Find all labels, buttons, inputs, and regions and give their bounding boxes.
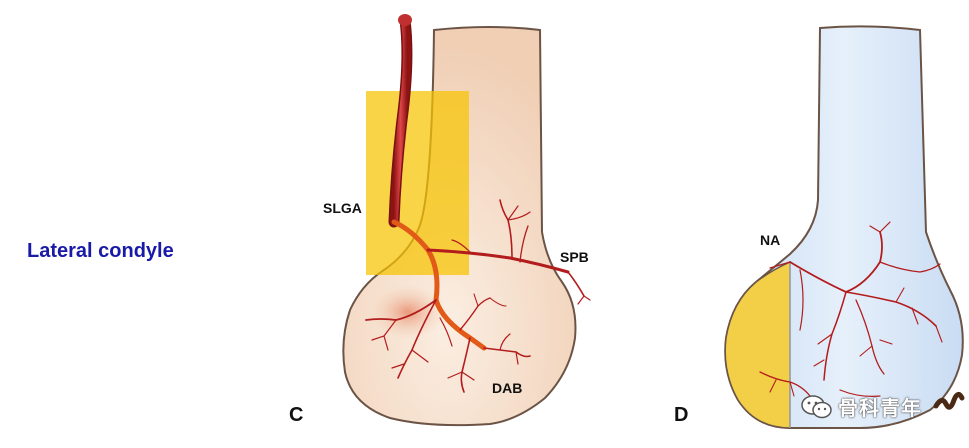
watermark: 骨科青年 [800, 392, 922, 421]
slga-artery-tip [398, 14, 412, 26]
side-title: Lateral condyle [27, 240, 174, 262]
yellow-region-d [724, 260, 791, 429]
panel-letter-d: D [674, 404, 689, 426]
wechat-icon [801, 394, 832, 418]
panel-d-illustration [724, 25, 965, 429]
vascular-blush [370, 284, 446, 340]
ligament-coil [933, 392, 965, 410]
highlight-box [366, 91, 469, 275]
panel-letter-c: C [289, 404, 304, 426]
na-artery-network [759, 221, 943, 397]
dab-branch [365, 293, 531, 393]
label-spb: SPB [560, 249, 589, 265]
genicular-branch [391, 219, 487, 351]
label-dab: DAB [492, 380, 523, 396]
label-na: NA [760, 232, 781, 248]
panel-c-illustration [342, 14, 591, 427]
watermark-text: 骨科青年 [838, 396, 922, 420]
label-slga: SLGA [323, 200, 362, 216]
spb-branch [426, 199, 591, 305]
